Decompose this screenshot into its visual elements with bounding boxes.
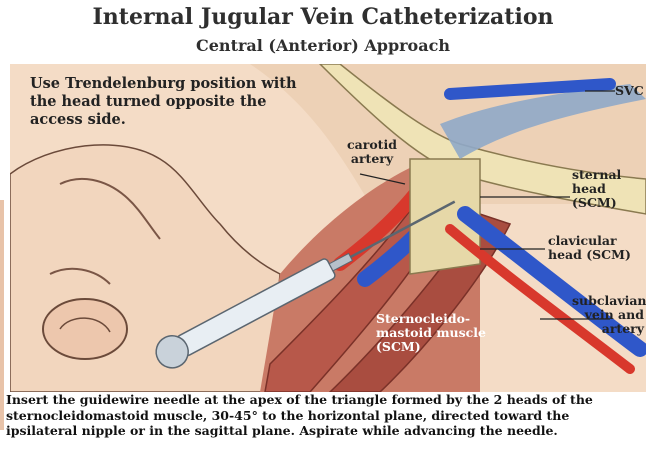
left-edge-strip: [0, 200, 4, 430]
sternal-head-label: sternal head (SCM): [572, 168, 642, 210]
instruction-note: Use Trendelenburg position with the head…: [30, 75, 320, 129]
svc-label: SVC: [615, 84, 644, 98]
ear: [43, 299, 127, 359]
subclavian-label: subclavian vein and artery: [572, 294, 644, 336]
carotid-artery-label: carotid artery: [332, 138, 412, 166]
page-title: Internal Jugular Vein Catheterization: [0, 4, 646, 30]
page-subtitle: Central (Anterior) Approach: [0, 36, 646, 55]
procedure-caption: Insert the guidewire needle at the apex …: [6, 392, 642, 439]
clavicular-head-label: clavicular head (SCM): [548, 234, 644, 262]
scm-label: Sternocleido-mastoid muscle (SCM): [376, 312, 486, 354]
